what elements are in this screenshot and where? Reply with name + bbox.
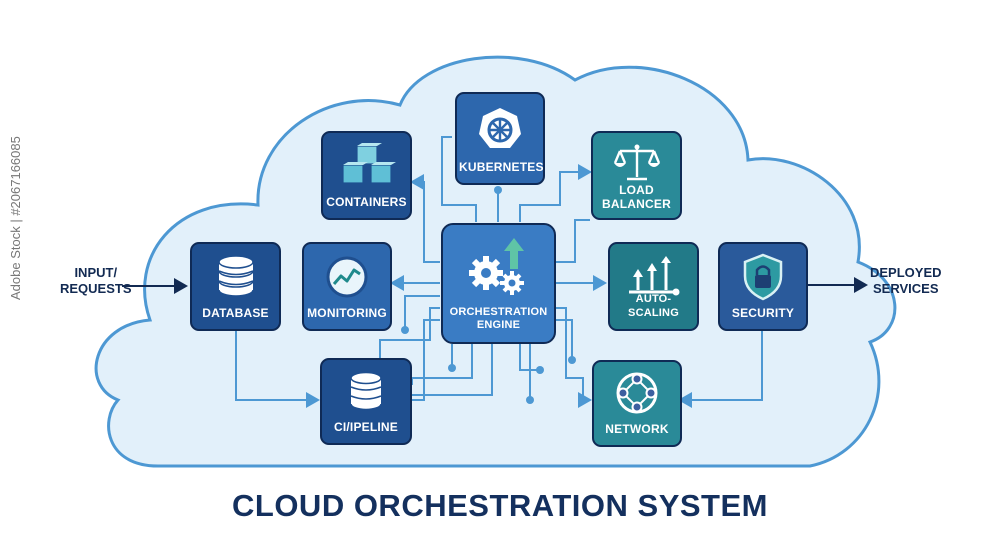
engine-label: ORCHESTRATION ENGINE	[445, 306, 552, 332]
database-label: DATABASE	[202, 306, 269, 320]
load-balancer-label: LOAD BALANCER	[595, 183, 678, 211]
scale-icon	[613, 144, 660, 181]
output-label-line2: SERVICES	[873, 281, 939, 296]
database-icon	[350, 371, 382, 411]
containers-node[interactable]: CONTAINERS	[321, 131, 412, 220]
connector-lines	[235, 136, 763, 408]
containers-label: CONTAINERS	[326, 195, 407, 209]
security-node[interactable]: SECURITY	[718, 242, 808, 331]
pipeline-node[interactable]: CI/IPELINE	[320, 358, 412, 445]
helm-wheel-icon	[479, 108, 521, 148]
auto-scaling-node[interactable]: AUTO-SCALING	[608, 242, 699, 331]
shield-lock-icon	[743, 253, 783, 301]
stacked-cubes-icon	[341, 143, 396, 184]
connector-dots	[401, 186, 576, 404]
auto-scaling-label: AUTO-SCALING	[628, 293, 679, 319]
growth-arrows-icon	[628, 256, 679, 296]
network-node[interactable]: NETWORK	[592, 360, 682, 447]
monitoring-label: MONITORING	[307, 306, 387, 320]
engine-label-line1: ORCHESTRATION	[449, 306, 548, 318]
line-chart-icon	[326, 256, 368, 298]
engine-label-line2: ENGINE	[476, 319, 521, 331]
input-label-line2: REQUESTS	[60, 281, 132, 296]
stock-watermark: Adobe Stock | #2067166085	[8, 136, 23, 300]
network-nodes-icon	[616, 372, 658, 414]
gears-icon	[468, 238, 524, 295]
load-balancer-label-line1: LOAD	[619, 183, 654, 197]
output-label-line1: DEPLOYED	[870, 265, 942, 280]
diagram-title: CLOUD ORCHESTRATION SYSTEM	[232, 488, 768, 523]
kubernetes-node[interactable]: KUBERNETES	[455, 92, 545, 185]
pipeline-label: CI/IPELINE	[333, 420, 398, 434]
database-node[interactable]: DATABASE	[190, 242, 281, 331]
load-balancer-node[interactable]: LOAD BALANCER	[591, 131, 682, 220]
deployed-services-label: DEPLOYED SERVICES	[870, 265, 942, 297]
input-label-line1: INPUT/	[74, 265, 118, 280]
database-icon	[217, 255, 254, 297]
kubernetes-label: KUBERNETES	[459, 160, 544, 174]
input-requests-label: INPUT/ REQUESTS	[60, 265, 132, 297]
monitoring-node[interactable]: MONITORING	[302, 242, 392, 331]
network-label: NETWORK	[605, 422, 669, 436]
security-label: SECURITY	[731, 306, 795, 320]
orchestration-engine-node[interactable]: ORCHESTRATION ENGINE	[441, 223, 556, 344]
load-balancer-label-line2: BALANCER	[602, 197, 671, 211]
